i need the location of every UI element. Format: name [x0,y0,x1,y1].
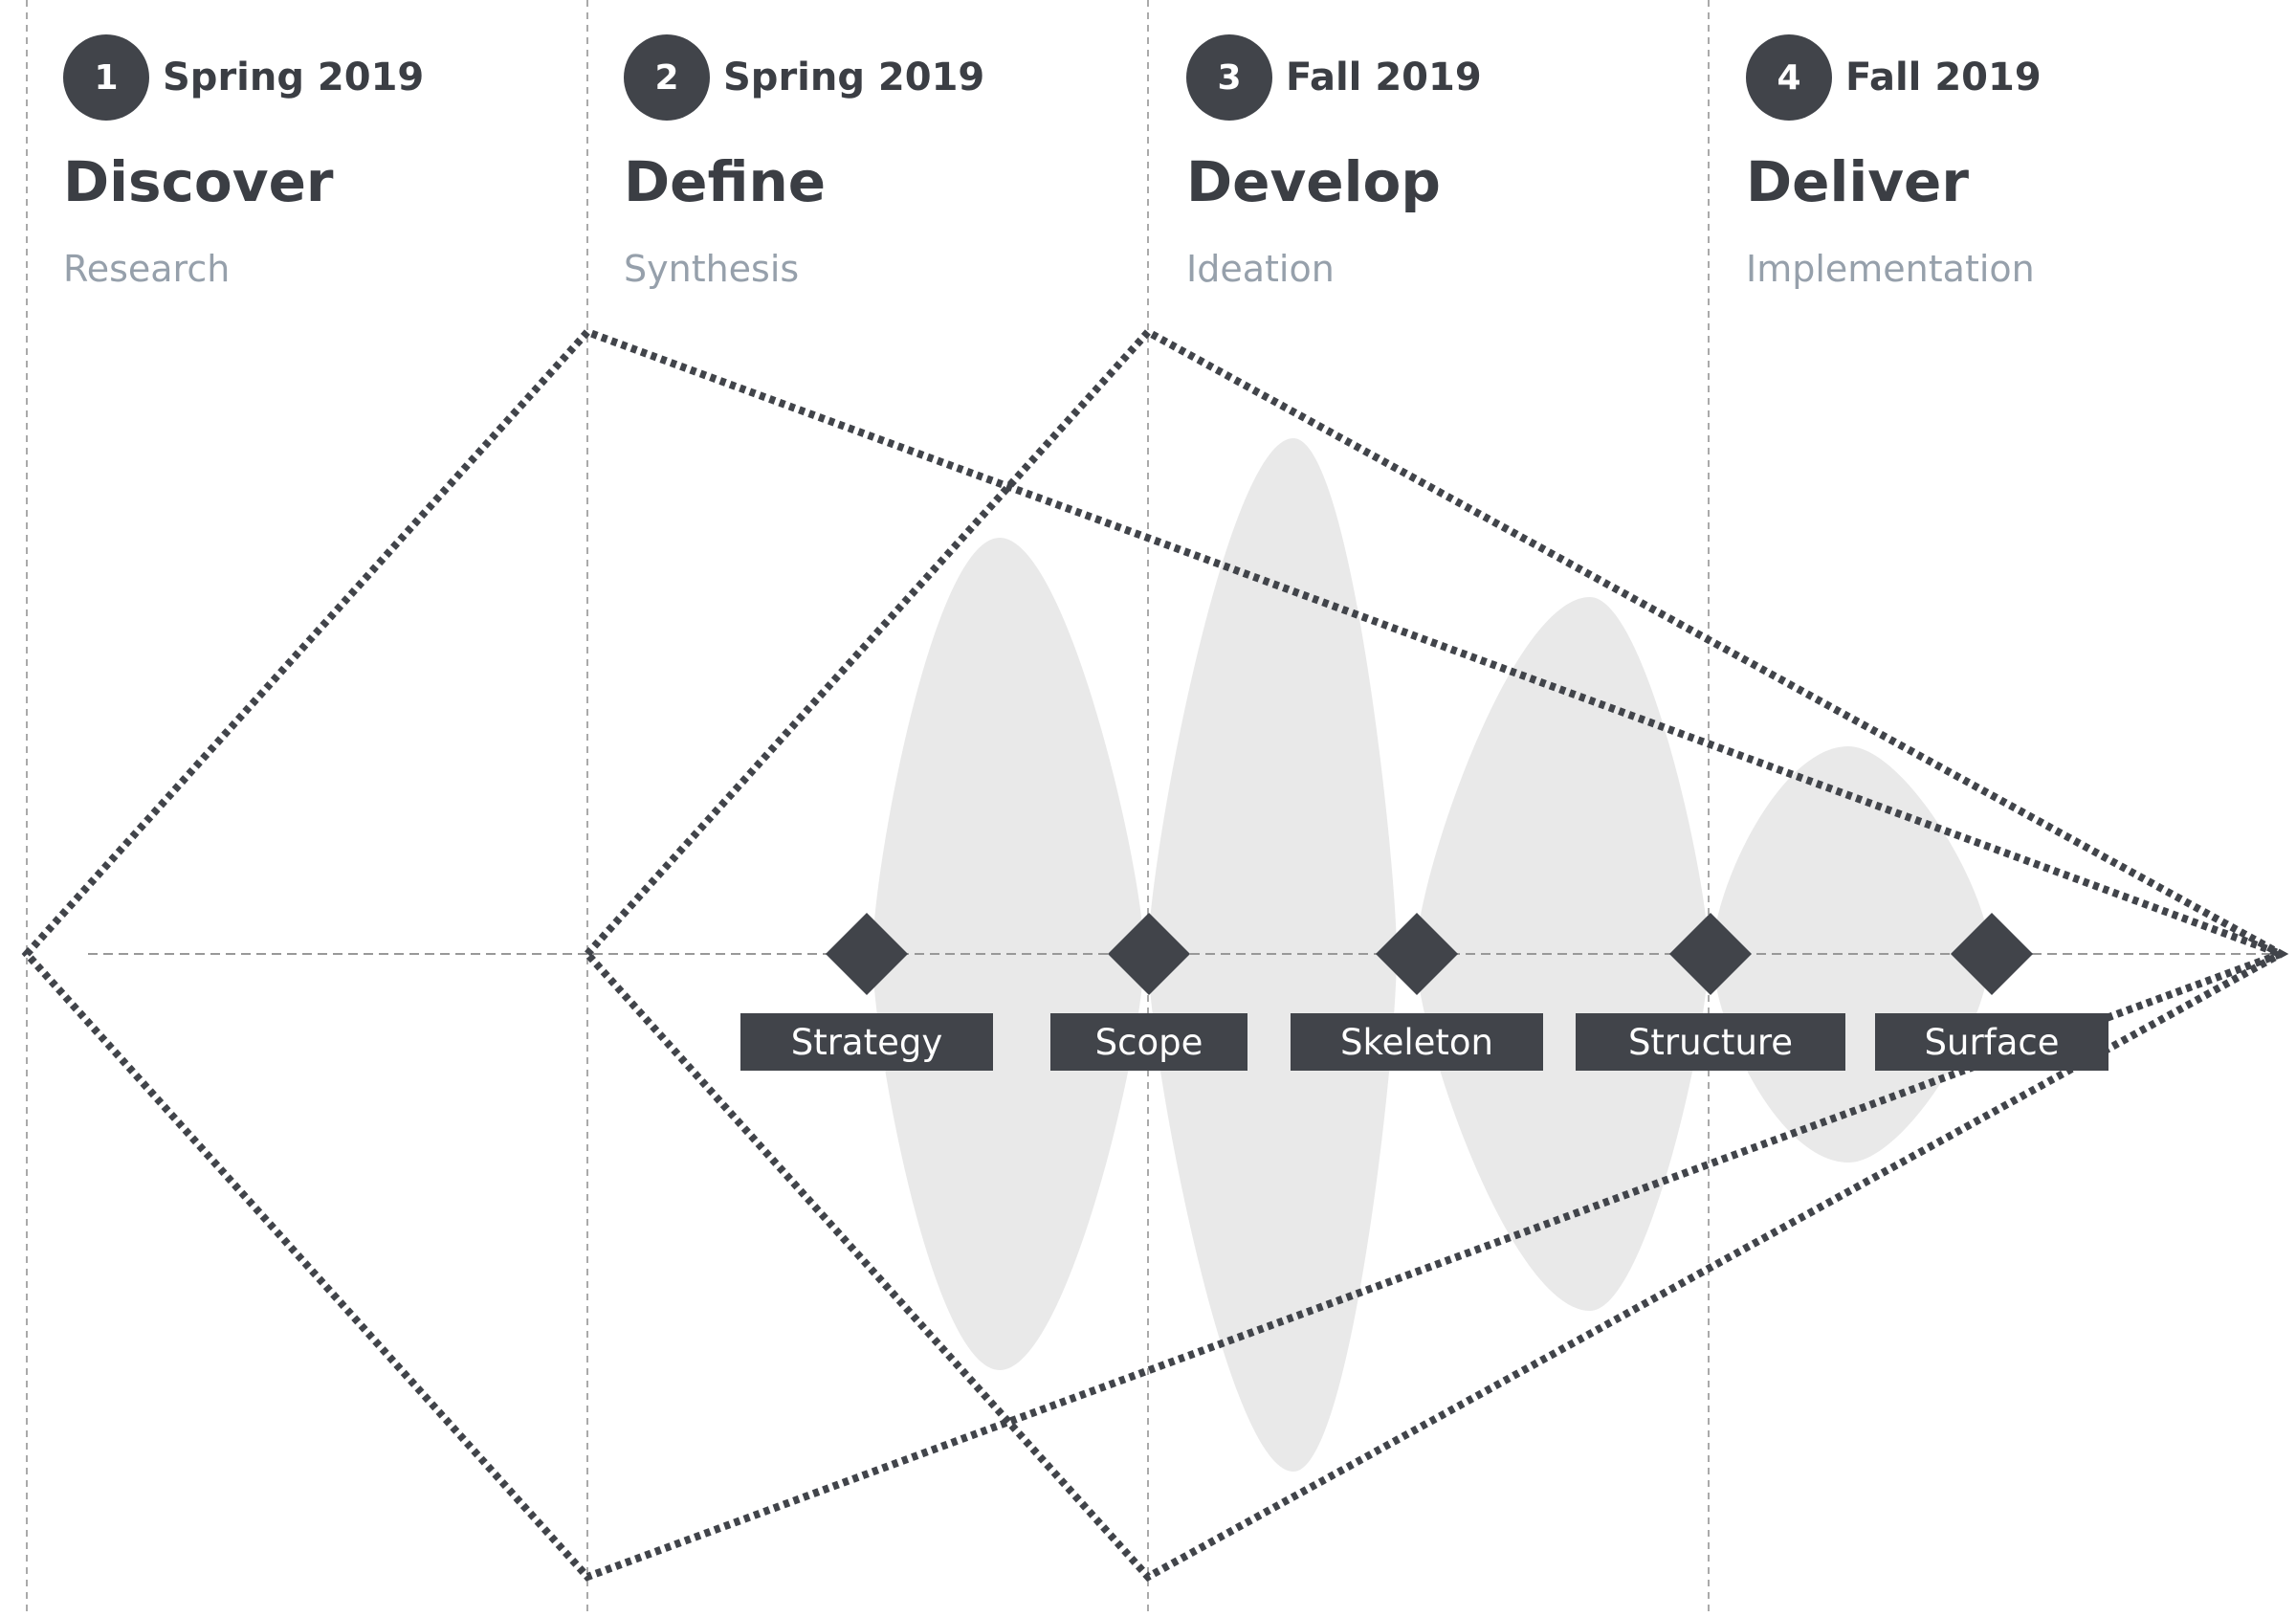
plane-label-box [1291,1013,1543,1071]
develop-deliver-diamond [582,326,2289,1583]
plane-label: Skeleton [1340,1022,1493,1063]
plane-marker-structure: Structure [1576,913,1845,1071]
phase-title: Define [624,149,827,214]
phase-subtitle: Implementation [1746,248,2035,290]
plane-label: Scope [1095,1022,1203,1063]
phase-date: Spring 2019 [163,55,425,100]
phase-define: 2 Spring 2019 Define Synthesis [624,34,1159,312]
column-dividers [26,0,1710,1617]
plane-marker-surface: Surface [1875,913,2108,1071]
phase-date: Fall 2019 [1286,55,1482,100]
phase-title: Develop [1186,149,1441,214]
phase-number-badge: 1 [63,34,149,121]
plane-label: Strategy [791,1022,943,1063]
plane-diamond [1376,913,1458,995]
plane-label-box [1875,1013,2108,1071]
phase-number-badge: 2 [624,34,710,121]
plane-label: Surface [1925,1022,2060,1063]
plane-label-box [1576,1013,1845,1071]
plane-label: Structure [1628,1022,1793,1063]
phase-title: Deliver [1746,149,1969,214]
phase-subtitle: Synthesis [624,248,800,290]
phase-subtitle: Ideation [1186,248,1335,290]
phase-deliver: 4 Fall 2019 Deliver Implementation [1746,34,2282,312]
plane-label-box [1050,1013,1247,1071]
phase-develop: 3 Fall 2019 Develop Ideation [1186,34,1722,312]
phase-discover: 1 Spring 2019 Discover Research [63,34,599,312]
phase-number-badge: 4 [1746,34,1832,121]
plane-diamond [826,913,908,995]
plane-label-box [740,1013,993,1071]
plane-marker-scope: Scope [1050,913,1247,1071]
phase-date: Spring 2019 [723,55,985,100]
phase-title: Discover [63,149,334,214]
plane-markers: Strategy Scope Skeleton Structure Surface [740,913,2108,1071]
phase-header-row: 1 Spring 2019 Discover Research 2 Spring… [0,0,2296,316]
phase-date: Fall 2019 [1845,55,2042,100]
plane-diamond [1951,913,2033,995]
plane-marker-strategy: Strategy [740,913,993,1071]
discover-define-diamond [21,327,2292,1582]
plane-marker-skeleton: Skeleton [1291,913,1543,1071]
plane-diamond [1669,913,1752,995]
phase-subtitle: Research [63,248,231,290]
plane-diamond [1108,913,1190,995]
phase-number-badge: 3 [1186,34,1272,121]
diamond-outlines [21,326,2292,1583]
